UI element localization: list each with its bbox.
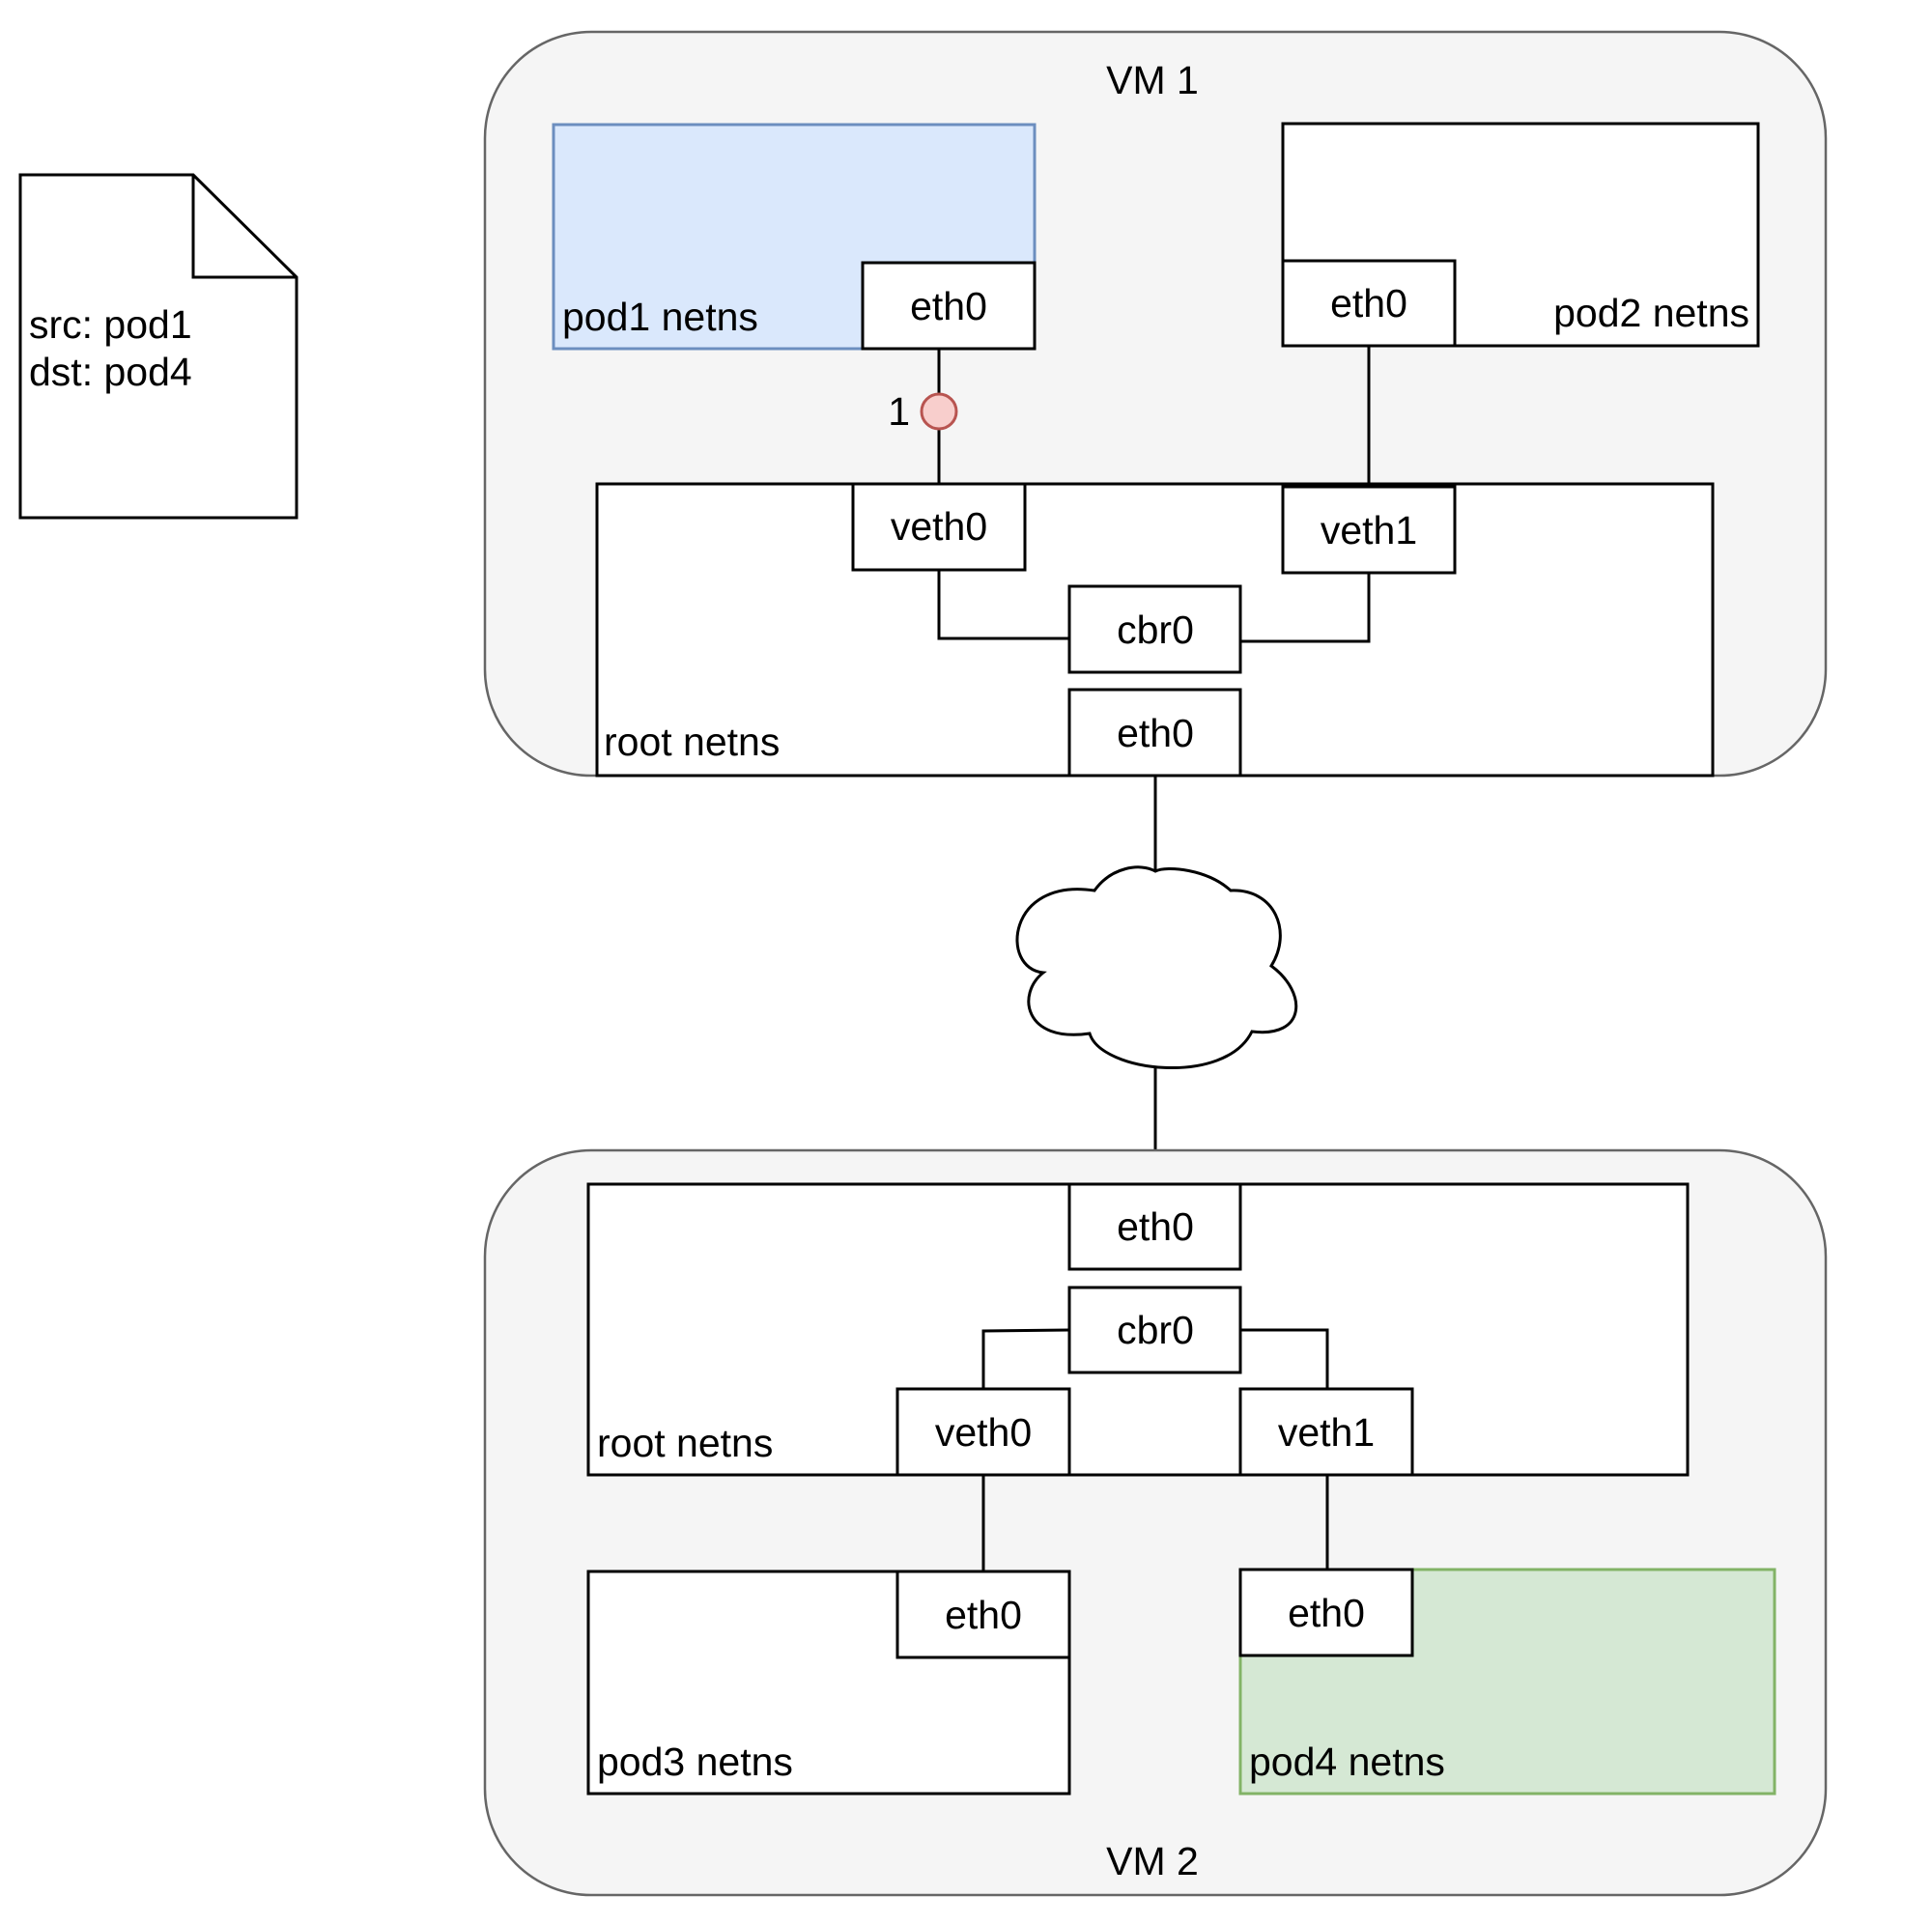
pod4-eth0-box bbox=[1238, 1568, 1414, 1657]
vm1-cbr0-box bbox=[1067, 584, 1242, 674]
link-cbr0-veth0 bbox=[981, 1328, 1070, 1389]
pod1-netns-label: pod1 netns bbox=[562, 295, 758, 339]
pod2-eth0-box bbox=[1281, 259, 1457, 348]
vm2-root-eth0-label: eth0 bbox=[1117, 1204, 1194, 1249]
packet-note: src: pod1 dst: pod4 bbox=[18, 173, 298, 520]
vm2-title: VM 2 bbox=[1106, 1839, 1199, 1883]
vm2-cbr0-label: cbr0 bbox=[1117, 1308, 1194, 1352]
vm2-veth1-box bbox=[1238, 1387, 1414, 1477]
step-marker-label: 1 bbox=[888, 389, 910, 434]
packet-dst-label: dst: pod4 bbox=[29, 350, 192, 394]
vm1-veth0-label: veth0 bbox=[891, 504, 987, 549]
vm1-veth1-box bbox=[1281, 485, 1457, 575]
pod4-netns-label: pod4 netns bbox=[1249, 1740, 1445, 1784]
vm2-cbr0-box bbox=[1067, 1286, 1242, 1374]
vm2-veth0-box bbox=[895, 1387, 1071, 1477]
cloud-icon bbox=[1015, 865, 1298, 1069]
vm1-veth1-label: veth1 bbox=[1321, 508, 1417, 552]
vm1-root-netns-label: root netns bbox=[604, 720, 780, 764]
pod2-netns-label: pod2 netns bbox=[1553, 291, 1749, 335]
pod3-eth0-box bbox=[895, 1570, 1071, 1659]
pod4-eth0-label: eth0 bbox=[1288, 1591, 1365, 1635]
vm2: VM 2 root netns eth0 cbr0 veth0 veth1 po… bbox=[483, 1148, 1828, 1897]
vm1-root-eth0-box bbox=[1067, 688, 1242, 778]
note-shape bbox=[18, 173, 298, 520]
pod3-eth0-label: eth0 bbox=[945, 1593, 1022, 1637]
link-veth0-cbr0 bbox=[937, 570, 1069, 640]
pod1-eth0-label: eth0 bbox=[910, 284, 987, 328]
link-veth1-cbr0 bbox=[1240, 573, 1371, 643]
packet-src-label: src: pod1 bbox=[29, 302, 192, 347]
vm1-title: VM 1 bbox=[1106, 58, 1199, 102]
step-marker-circle bbox=[920, 392, 958, 431]
link-cbr0-veth1 bbox=[1240, 1328, 1329, 1389]
vm1-veth0-box bbox=[851, 482, 1027, 572]
pod1-eth0-box bbox=[861, 261, 1037, 351]
note-fold bbox=[191, 175, 297, 279]
vm2-veth1-label: veth1 bbox=[1278, 1410, 1375, 1455]
vm2-root-eth0-box bbox=[1067, 1182, 1242, 1271]
vm2-veth0-label: veth0 bbox=[935, 1410, 1032, 1455]
vm1-root-eth0-label: eth0 bbox=[1117, 711, 1194, 755]
pod3-netns-label: pod3 netns bbox=[597, 1740, 793, 1784]
vm1: VM 1 pod1 netns eth0 pod2 netns eth0 roo… bbox=[483, 30, 1828, 778]
pod2-eth0-label: eth0 bbox=[1330, 281, 1407, 325]
vm1-cbr0-label: cbr0 bbox=[1117, 608, 1194, 652]
vm2-root-netns-label: root netns bbox=[597, 1421, 773, 1465]
